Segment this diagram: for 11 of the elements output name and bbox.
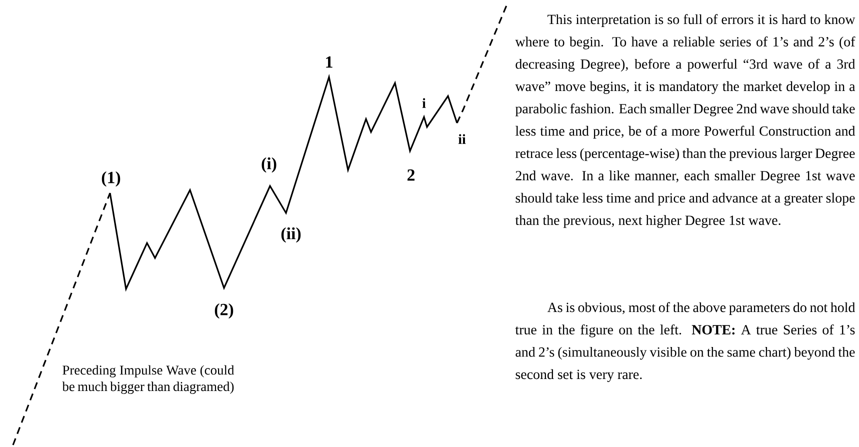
paragraph: As is obvious, most of the above parameters do not hold true in the figure on the left. NOTE: A true Series of 1’s and 2’s (simultaneously visible on the same chart) beyond the second set is very rare. [515,302,856,382]
wave-label: (1) [102,171,120,187]
paragraph: This interpretation is so full of errors it is hard to know where to begin. To have a reliable series of 1’s and 2’s (of decreasing Degree), before a powerful “3rd wave of a 3rd wave” move begins, it is mandatory the market develop in a parabolic fashion. Each smaller Degree 2nd wave should take less time and price, be of a more Powerful Construction and retrace less (percentage-wise) than the previous larger Degree 2nd wave. In a like manner, each smaller Degree 1st wave should take less time and price and advance at a greater slope than the previous, next higher Degree 1st wave. [515,14,856,228]
wave-label: ii [458,134,466,144]
note-text: Preceding Impulse Wave (could be much bigger than diagramed) [62,365,234,394]
wave-label: (ii) [281,227,301,243]
wave-label: 2 [408,169,414,181]
wave-label: (i) [262,157,276,173]
wave-label: (2) [214,303,234,319]
wave-label: 1 [326,56,332,68]
wave-label: i [422,98,426,108]
